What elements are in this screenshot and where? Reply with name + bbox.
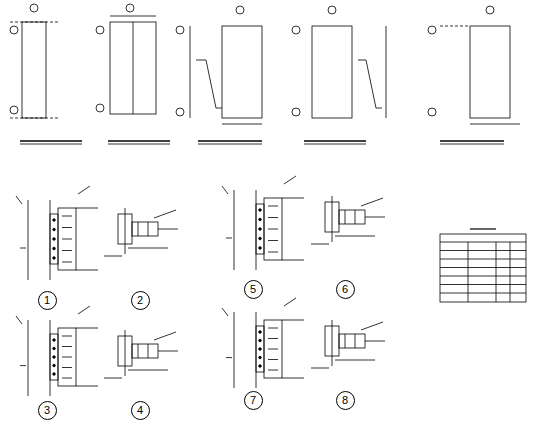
callout-number: 2 [137, 295, 143, 306]
table-rule [440, 293, 526, 294]
callout-number: 6 [342, 284, 348, 295]
callout-circle: 5 [244, 280, 263, 299]
table-rule [440, 284, 526, 285]
callout-circle: 6 [336, 280, 355, 299]
column-detail [16, 306, 98, 396]
plan-title-underlines [20, 141, 504, 144]
material-table [440, 228, 526, 302]
table-rule [440, 242, 526, 243]
callout-circle: 1 [38, 291, 57, 310]
section-detail [311, 320, 385, 368]
table-rule [440, 259, 526, 260]
table-rule [440, 267, 526, 268]
section-detail [104, 208, 178, 256]
section-detail [311, 196, 385, 244]
table-rule [440, 250, 526, 251]
callout-circle: 3 [38, 401, 57, 420]
callout-number: 7 [250, 395, 256, 406]
section-detail [104, 330, 178, 378]
table-rule [440, 276, 526, 277]
column-detail [16, 186, 98, 280]
frame-plans [10, 4, 520, 124]
callout-circle: 8 [336, 391, 355, 410]
column-detail [222, 176, 304, 270]
callout-number: 1 [44, 295, 50, 306]
callout-circle: 2 [131, 291, 150, 310]
column-detail [222, 298, 304, 388]
callout-number: 3 [44, 405, 50, 416]
callout-number: 5 [250, 284, 256, 295]
callout-number: 8 [342, 395, 348, 406]
connection-details [16, 176, 385, 396]
callout-circle: 7 [244, 391, 263, 410]
callout-number: 4 [137, 405, 143, 416]
callout-circle: 4 [131, 401, 150, 420]
